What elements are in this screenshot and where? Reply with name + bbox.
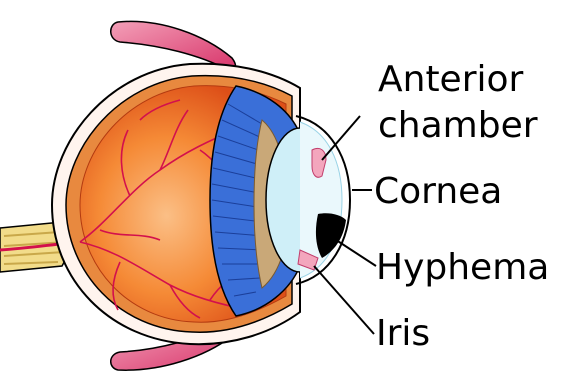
label-cornea: Cornea bbox=[374, 172, 502, 212]
label-anterior-chamber-line2: chamber bbox=[378, 106, 538, 146]
label-anterior-chamber-line1: Anterior bbox=[378, 60, 523, 100]
upper-eye-muscle bbox=[111, 21, 236, 70]
label-hyphema: Hyphema bbox=[376, 248, 549, 288]
label-iris: Iris bbox=[376, 314, 430, 354]
iris-leader bbox=[314, 266, 374, 334]
